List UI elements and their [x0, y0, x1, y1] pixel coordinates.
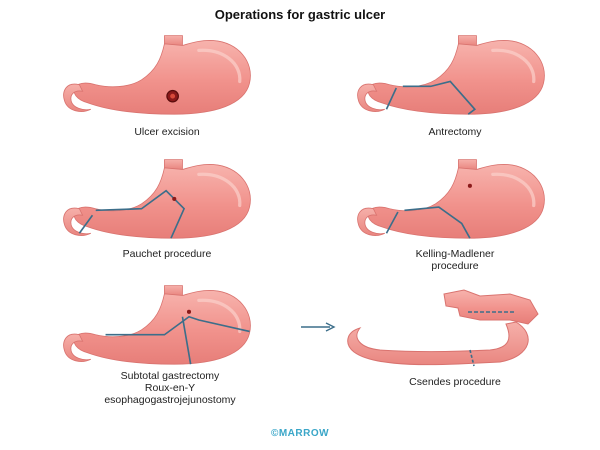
caption-kelling-madlener: Kelling-Madlener procedure: [380, 248, 530, 272]
resection-line-vertical: [181, 316, 192, 365]
resection-line: [402, 80, 477, 115]
csendes-illustration: [347, 289, 539, 367]
caption-pauchet: Pauchet procedure: [92, 248, 242, 260]
anastomosis-line: [469, 349, 475, 367]
caption-line: Subtotal gastrectomy: [120, 370, 220, 382]
caption-line: procedure: [431, 260, 479, 272]
caption-line: Antrectomy: [428, 126, 482, 138]
caption-line: esophagogastrojejunostomy: [104, 394, 236, 406]
caption-csendes: Csendes procedure: [380, 376, 530, 388]
ulcer-mark: [172, 196, 177, 201]
caption-ulcer-excision: Ulcer excision: [92, 126, 242, 138]
panel-subtotal-gastrectomy: [42, 284, 282, 374]
caption-line: Kelling-Madlener: [415, 248, 495, 260]
resection-line-distal: [385, 87, 398, 110]
stomach-subtotal-gastrectomy-illustration: [42, 284, 282, 374]
panel-ulcer-excision: [42, 34, 282, 124]
resection-line-distal: [385, 211, 399, 234]
caption-antrectomy: Antrectomy: [380, 126, 530, 138]
ulcer-mark: [467, 183, 472, 188]
caption-line: Ulcer excision: [134, 126, 200, 138]
ulcer-center: [170, 93, 176, 99]
panel-pauchet: [42, 158, 282, 248]
caption-subtotal-gastrectomy: Subtotal gastrectomy Roux-en-Y esophagog…: [80, 370, 260, 406]
resection-line: [404, 206, 471, 239]
diagram-title: Operations for gastric ulcer: [214, 7, 386, 22]
resection-line-distal: [78, 214, 94, 234]
marrow-logo: ©MARROW: [270, 428, 330, 439]
resection-line: [95, 189, 186, 239]
stomach-antrectomy-illustration: [336, 34, 576, 124]
panel-antrectomy: [336, 34, 576, 124]
caption-line: Pauchet procedure: [122, 248, 212, 260]
caption-line: Roux-en-Y: [144, 382, 196, 394]
panel-csendes: [340, 286, 550, 376]
resection-line: [105, 315, 250, 336]
arrow-icon: [300, 319, 336, 337]
panel-kelling-madlener: [336, 158, 576, 248]
stomach-pauchet-illustration: [42, 158, 282, 248]
jejunal-loop: [347, 321, 529, 366]
stomach-kelling-madlener-illustration: [336, 158, 576, 248]
caption-line: Csendes procedure: [409, 376, 501, 388]
gastric-remnant: [443, 289, 539, 325]
ulcer-mark: [186, 309, 192, 314]
stomach-ulcer-excision-illustration: [42, 34, 282, 124]
